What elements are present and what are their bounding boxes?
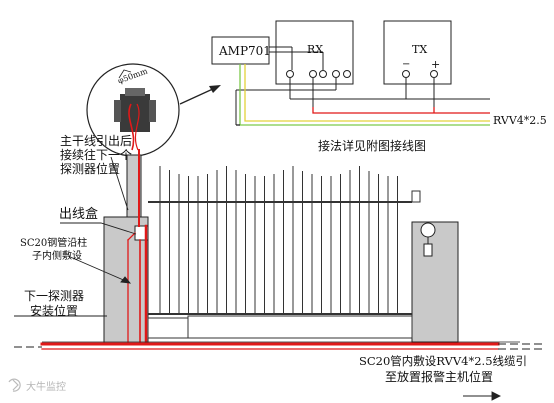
watermark-logo (8, 378, 21, 392)
bottom-label-2: 至放置报警主机位置 (385, 370, 494, 384)
wiring-note: 接法详见附图接线图 (318, 139, 427, 153)
tx-minus-label: − (402, 59, 411, 70)
tx-plus-label: + (431, 58, 441, 71)
watermark-text: 大牛监控 (26, 382, 66, 393)
right-detector (420, 222, 436, 257)
rx-terminals (286, 70, 351, 78)
main-line-label-3: 探测器位置 (60, 162, 121, 176)
bottom-label-1: SC20管内敷设RVV4*2.5线缆引 (359, 354, 528, 368)
red-cable (40, 149, 500, 350)
rx-label: RX (307, 43, 324, 56)
amp701-label: AMP701 (219, 44, 271, 58)
amp701-box (211, 36, 270, 65)
ground-lines (14, 341, 544, 350)
next-detector-label-1: 下一探测器 (24, 289, 85, 303)
callout-arrow (179, 85, 221, 105)
gate-bars (159, 166, 398, 314)
schematic-colored-wires (236, 64, 490, 126)
wiring-schematic (211, 20, 490, 125)
detector-detail-circle (86, 63, 180, 157)
main-line-label-2: 接续往下一个 (60, 148, 133, 162)
tx-label: TX (412, 43, 428, 56)
next-detector-label-2: 安装位置 (30, 304, 79, 318)
cable-spec-label: RVV4*2.5 (493, 114, 547, 127)
steel-pipe-label-1: SC20钢管沿柱 (20, 238, 88, 249)
steel-pipe-label-2: 子内侧敷设 (32, 251, 82, 262)
tx-terminals (402, 70, 438, 78)
tx-box (383, 20, 452, 85)
sliding-gate (147, 166, 421, 339)
outlet-box-label: 出线盒 (59, 207, 99, 222)
leader-lines (14, 156, 502, 401)
right-pillar (411, 221, 459, 343)
main-line-label-1: 主干线引出后 (60, 134, 133, 148)
left-pillar (103, 154, 149, 344)
